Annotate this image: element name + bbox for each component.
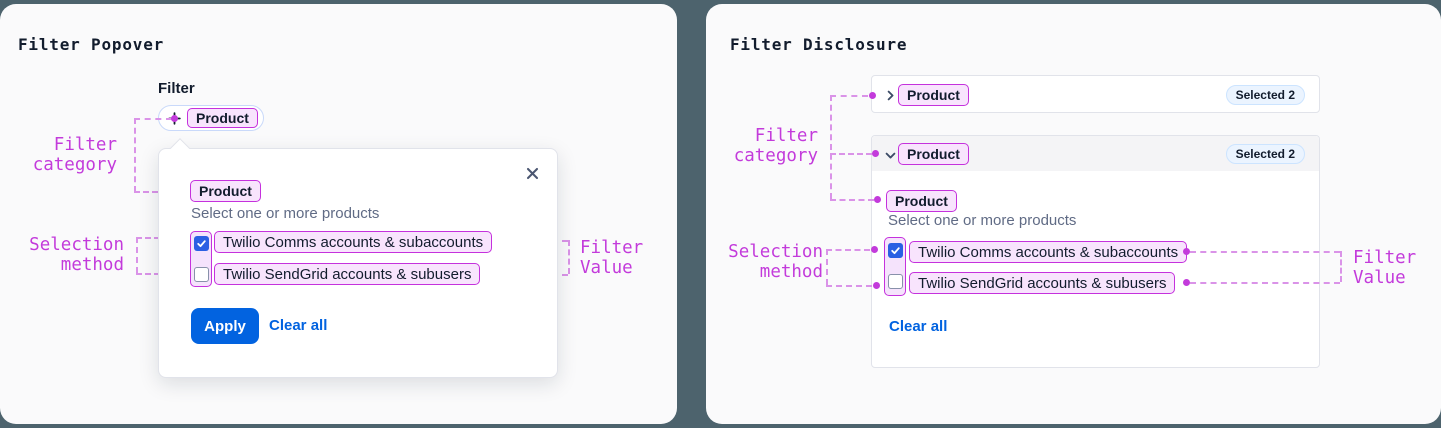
section-title-popover: Filter Popover <box>18 35 165 54</box>
chevron-down-icon[interactable] <box>882 147 898 163</box>
leader-dot <box>171 114 178 122</box>
leader-line <box>134 118 172 120</box>
popover-arrow <box>170 138 190 158</box>
disclosure-row-collapsed[interactable]: Product Selected 2 <box>871 75 1320 113</box>
category-chip[interactable]: Product <box>898 143 969 165</box>
checkbox-checked[interactable] <box>194 236 209 251</box>
checkbox-checked[interactable] <box>888 243 903 258</box>
checkbox-group <box>190 231 212 287</box>
filter-value-chip[interactable]: Twilio Comms accounts & subaccounts <box>909 241 1188 263</box>
leader-line <box>134 118 136 192</box>
leader-dot <box>868 91 876 99</box>
chevron-right-icon[interactable] <box>882 87 898 103</box>
filter-category-button[interactable]: Product <box>158 105 264 131</box>
annotation-filter-category: Filter category <box>32 135 117 175</box>
annotation-filter-value: Filter Value <box>1353 248 1417 288</box>
leader-line <box>830 95 832 199</box>
leader-dot <box>1182 278 1190 286</box>
apply-button[interactable]: Apply <box>191 308 259 344</box>
checkbox-unchecked[interactable] <box>888 274 903 289</box>
category-chip[interactable]: Product <box>898 84 969 106</box>
section-title-disclosure: Filter Disclosure <box>730 35 908 54</box>
leader-line <box>136 237 138 273</box>
filter-disclosure-card: Filter Disclosure Product Selected 2 Pro… <box>706 4 1441 424</box>
leader-line <box>830 153 872 155</box>
close-icon[interactable] <box>523 164 541 182</box>
leader-line <box>830 95 868 97</box>
clear-all-link[interactable]: Clear all <box>269 317 328 334</box>
leader-line <box>1340 251 1342 282</box>
filter-label: Filter <box>158 80 195 97</box>
leader-dot <box>872 281 880 289</box>
annotation-filter-category: Filter category <box>733 126 818 166</box>
leader-dot <box>1182 247 1190 255</box>
leader-line <box>830 199 874 201</box>
leader-line <box>1190 251 1340 253</box>
leader-line <box>826 285 872 287</box>
filter-popover-card: Filter Popover Filter Product Filter cat… <box>0 4 677 424</box>
leader-dot <box>871 149 879 157</box>
leader-line <box>826 249 828 285</box>
selected-count-badge: Selected 2 <box>1225 144 1305 164</box>
category-chip[interactable]: Product <box>187 108 258 128</box>
leader-line <box>1190 282 1340 284</box>
leader-dot <box>870 245 878 253</box>
filter-value-chip[interactable]: Twilio SendGrid accounts & subusers <box>909 272 1176 294</box>
clear-all-link[interactable]: Clear all <box>889 318 948 335</box>
selected-count-badge: Selected 2 <box>1225 85 1305 105</box>
disclosure-row-expanded: Product Selected 2 Product Select one or… <box>871 135 1320 368</box>
leader-line <box>568 240 570 274</box>
annotation-filter-value: Filter Value <box>580 238 644 278</box>
leader-dot <box>873 195 881 203</box>
leader-line <box>136 237 178 239</box>
disclosure-header[interactable]: Product Selected 2 <box>872 136 1319 171</box>
annotation-selection-method: Selection method <box>29 235 124 275</box>
category-chip[interactable]: Product <box>886 190 957 212</box>
checkbox-unchecked[interactable] <box>194 267 209 282</box>
check-icon <box>891 247 900 255</box>
filter-value-chip[interactable]: Twilio Comms accounts & subaccounts <box>214 231 493 253</box>
leader-line <box>826 249 870 251</box>
checkbox-group <box>884 237 906 296</box>
filter-popover-panel: Product Select one or more products Twil… <box>158 138 558 378</box>
helper-text: Select one or more products <box>888 212 1077 229</box>
check-icon <box>197 240 206 248</box>
leader-line <box>134 191 176 193</box>
filter-value-chip[interactable]: Twilio SendGrid accounts & subusers <box>214 263 481 285</box>
category-chip[interactable]: Product <box>190 180 261 202</box>
helper-text: Select one or more products <box>191 205 380 222</box>
annotation-selection-method: Selection method <box>728 242 823 282</box>
leader-line <box>136 273 178 275</box>
